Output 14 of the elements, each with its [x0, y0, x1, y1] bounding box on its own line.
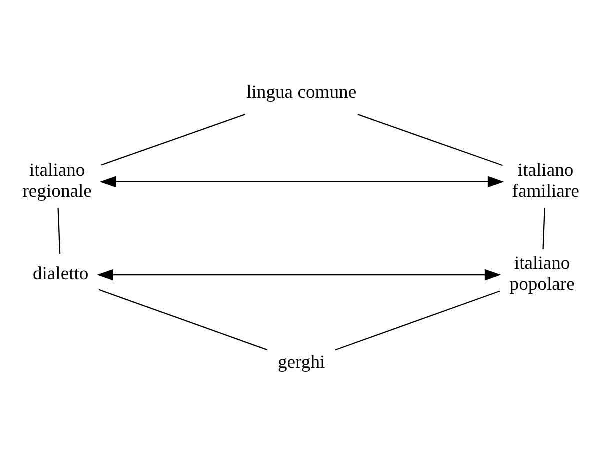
node-text: lingua comune [246, 82, 357, 103]
connector [335, 290, 500, 350]
node-text: italiano popolare [510, 252, 575, 294]
connector [58, 207, 61, 254]
node-text: italiano familiare [512, 159, 580, 202]
connector [358, 114, 503, 166]
connector [101, 114, 246, 166]
node-text: italiano regionale [22, 159, 92, 202]
arrow [100, 176, 504, 188]
connector [542, 207, 546, 249]
node-text: dialetto [32, 262, 89, 284]
node-text: gerghi [278, 351, 326, 372]
arrow [97, 268, 502, 280]
connector [98, 288, 268, 350]
